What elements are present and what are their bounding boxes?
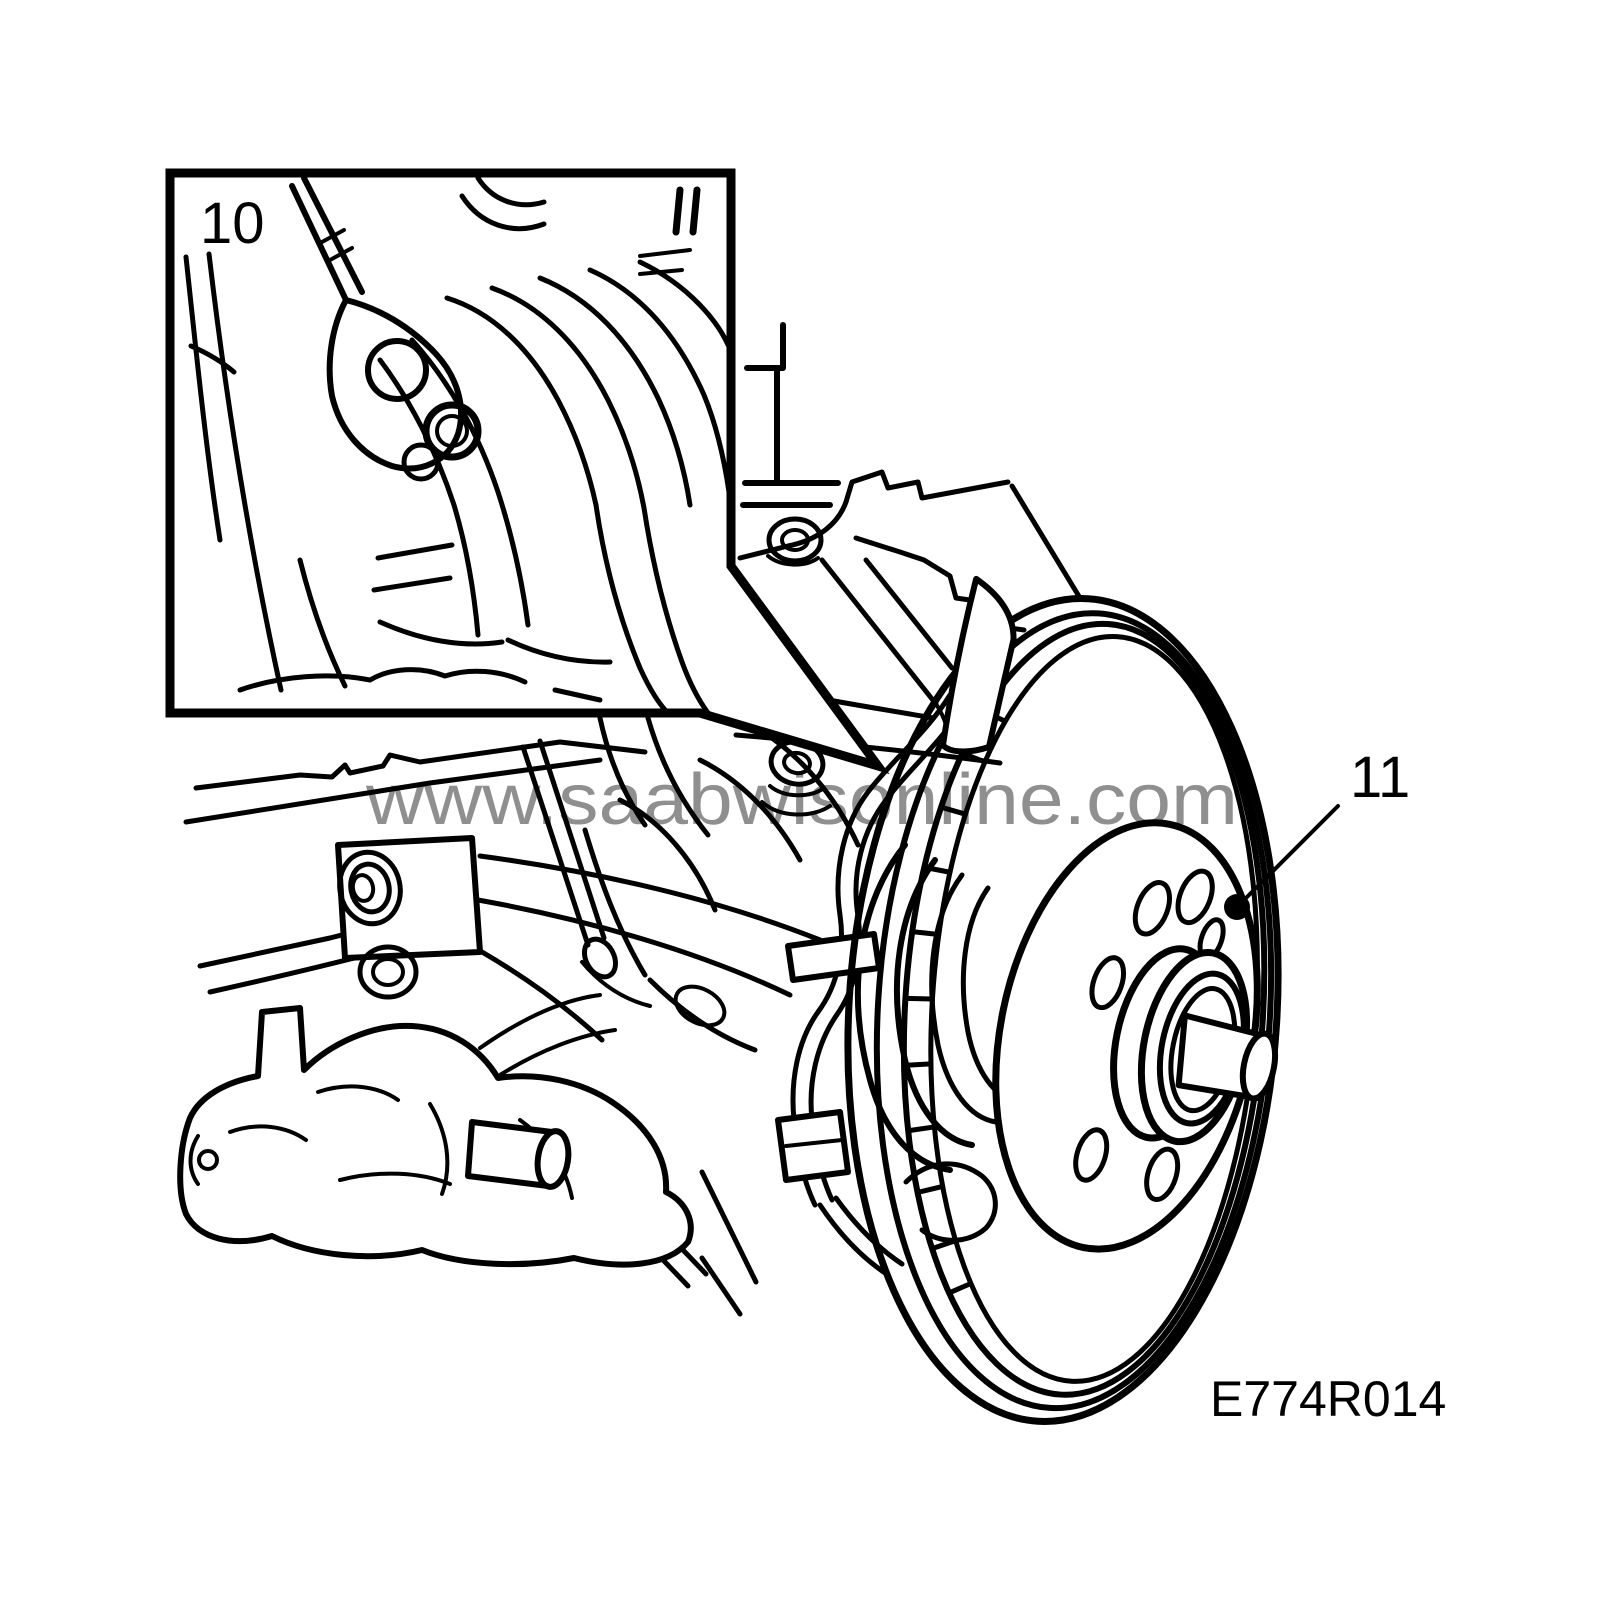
callout-11-leader bbox=[1241, 804, 1340, 903]
brake-caliper bbox=[177, 993, 694, 1268]
axle-stub-end bbox=[1239, 1030, 1279, 1102]
leader-line-top bbox=[1009, 483, 1083, 601]
wheel-hub bbox=[1110, 945, 1279, 1146]
inset-border-with-pointer bbox=[165, 168, 890, 775]
abs-sensor-detail bbox=[289, 175, 482, 482]
tie-rod bbox=[520, 738, 652, 1008]
hose-clamp bbox=[785, 931, 882, 983]
body-sill-lines bbox=[183, 739, 648, 995]
brake-disc bbox=[844, 575, 1282, 1425]
cv-boot-ribs bbox=[377, 259, 734, 716]
figure-code: E774R014 bbox=[1210, 1371, 1446, 1427]
callout-11-dot bbox=[1224, 894, 1250, 920]
arm-bushing bbox=[357, 944, 419, 1000]
bolt-head bbox=[766, 516, 824, 564]
pad-contact-band bbox=[939, 575, 1017, 755]
callout-11: 11 bbox=[1224, 745, 1410, 920]
match-marks bbox=[672, 186, 701, 236]
sensor-bolt bbox=[365, 338, 429, 402]
ball-joint-nut bbox=[673, 984, 727, 1028]
hose-fitting bbox=[775, 1109, 851, 1183]
callout-10-label: 10 bbox=[200, 191, 265, 256]
bolt-head bbox=[337, 849, 403, 927]
vent-slot-ticks bbox=[901, 708, 1008, 1296]
subframe-bracket bbox=[335, 835, 483, 961]
inset-content bbox=[183, 175, 734, 716]
caliper-hook bbox=[188, 1134, 200, 1186]
callout-11-label: 11 bbox=[1350, 745, 1410, 810]
tie-rod-nut bbox=[581, 936, 619, 980]
inset-detail-box: 10 bbox=[165, 168, 890, 775]
control-arm bbox=[357, 853, 823, 1043]
disc-outer-edge bbox=[844, 595, 1282, 1425]
disc-rim-line bbox=[873, 610, 1275, 1412]
